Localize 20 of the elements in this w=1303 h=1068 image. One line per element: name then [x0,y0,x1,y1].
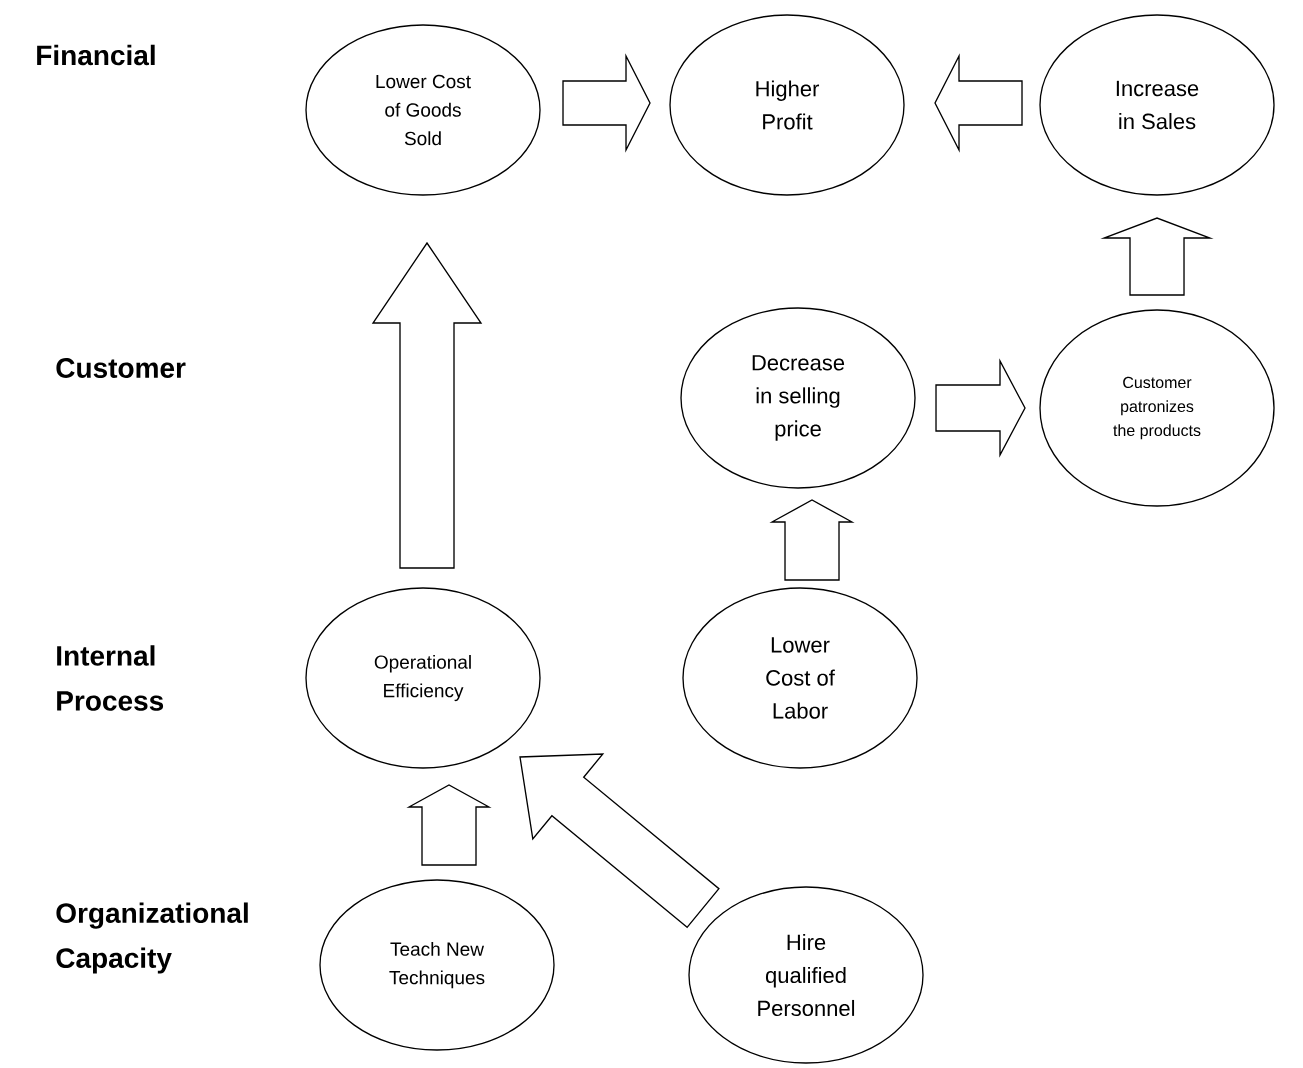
ellipse-node: Teach New Techniques [319,879,555,1051]
block-arrow [406,784,492,866]
row-label: Customer [56,358,186,378]
block-arrow [562,53,651,153]
ellipse-node: Decrease in selling price [680,307,916,489]
block-arrow [935,358,1026,458]
block-arrow [371,241,483,569]
ellipse-node: Operational Efficiency [305,587,541,769]
ellipse-node: Higher Profit [669,14,905,196]
ellipse-node: Hire qualified Personnel [688,886,924,1064]
row-label: Financial [37,44,155,66]
row-label: Internal Process [57,645,164,711]
ellipse-node: Increase in Sales [1039,14,1275,196]
row-label: Organizational Capacity [56,902,248,974]
ellipse-node: Lower Cost of Goods Sold [305,24,541,196]
block-arrow [1100,217,1214,296]
ellipse-node: Customer patronizes the products [1039,309,1275,507]
ellipse-node: Lower Cost of Labor [682,587,918,769]
block-arrow [769,499,855,581]
block-arrow [934,53,1023,153]
